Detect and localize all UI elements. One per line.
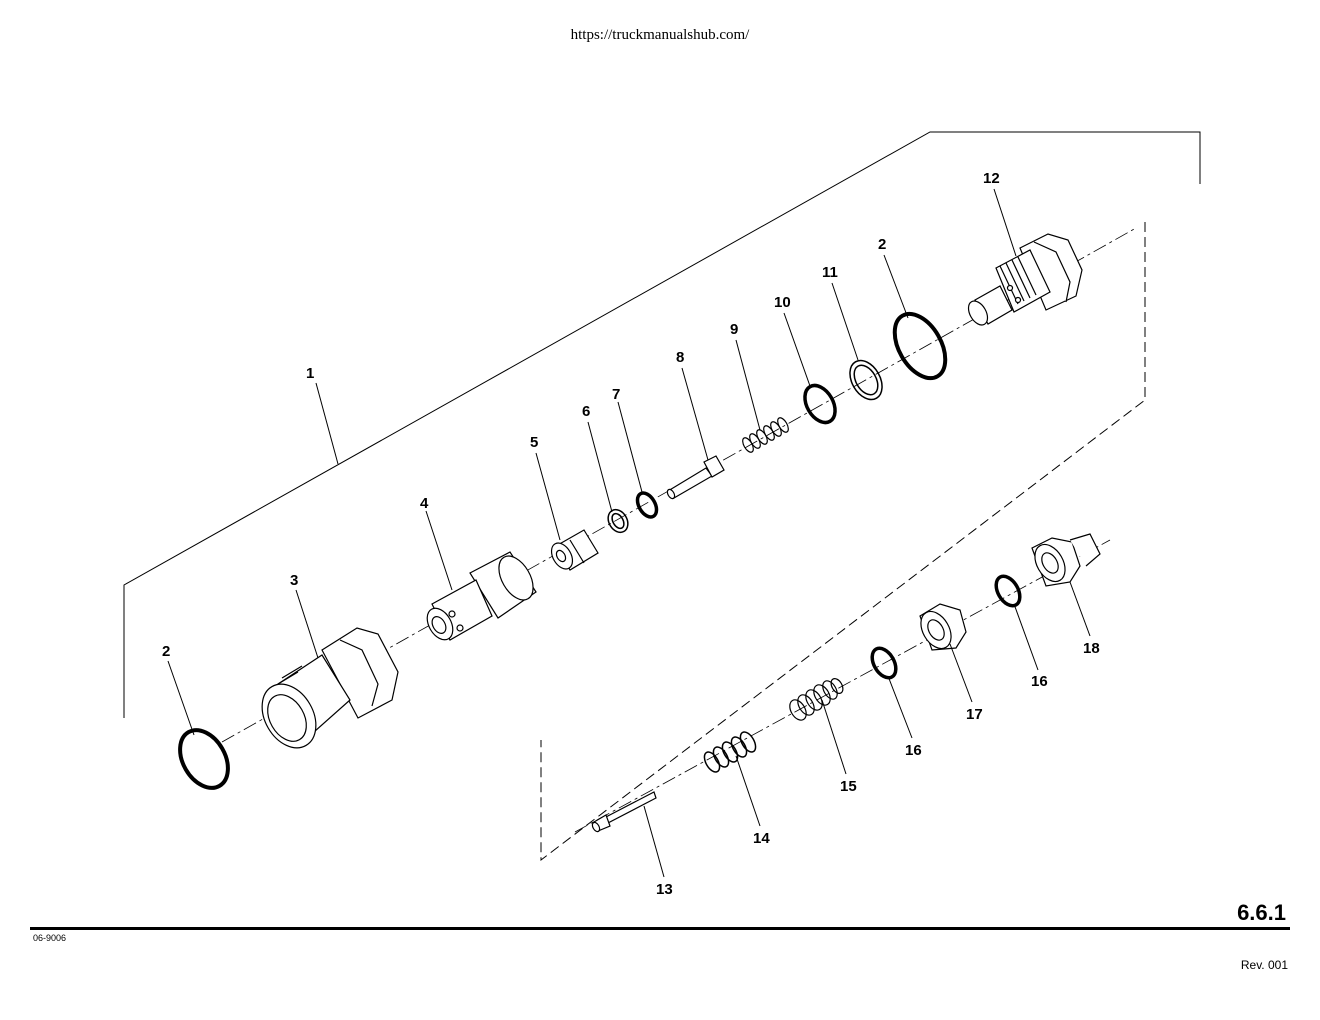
callout-2-left: 2 (162, 643, 170, 660)
section-number: 6.6.1 (1237, 900, 1286, 925)
cap-nut-18 (1031, 533, 1101, 587)
callout-9: 9 (730, 321, 738, 338)
pin-8 (666, 455, 725, 500)
callout-17: 17 (966, 706, 983, 723)
callout-4: 4 (420, 495, 429, 512)
callout-10: 10 (774, 294, 791, 311)
o-ring-16-upper (994, 574, 1022, 608)
callout-5: 5 (530, 434, 538, 451)
header-url: https://truckmanualshub.com/ (570, 27, 750, 43)
callout-18: 18 (1083, 640, 1100, 657)
callout-15: 15 (840, 778, 857, 795)
subassembly-dashed-box (540, 222, 1146, 862)
o-ring-10 (803, 383, 837, 425)
o-ring-2-right (892, 311, 948, 381)
document-code: 06-9006 (33, 933, 67, 943)
fitting-12 (967, 233, 1083, 326)
callout-11: 11 (822, 264, 838, 281)
fitting-body-3 (261, 627, 399, 749)
callout-2-right: 2 (878, 236, 886, 253)
washer-11 (849, 359, 883, 401)
callout-1: 1 (306, 365, 314, 382)
washer-6 (607, 508, 629, 534)
callout-labels: 1 2 3 4 5 6 7 8 9 10 11 2 12 13 14 15 16… (162, 170, 1100, 898)
o-ring-2-left (178, 728, 230, 790)
callout-3: 3 (290, 572, 298, 589)
callout-7: 7 (612, 386, 620, 403)
callout-13: 13 (656, 881, 673, 898)
needle-13 (591, 791, 657, 833)
spring-9 (742, 417, 789, 453)
callout-12: 12 (983, 170, 1000, 187)
nut-17 (919, 603, 967, 651)
callout-16-lower: 16 (905, 742, 922, 759)
o-ring-7 (635, 491, 659, 519)
sleeve-4 (426, 551, 537, 641)
spring-15 (789, 678, 844, 721)
valve-seat-5 (550, 529, 599, 571)
assembly-bracket (123, 131, 1201, 718)
callout-8: 8 (676, 349, 684, 366)
footer-rule (30, 927, 1290, 930)
callout-6: 6 (582, 403, 590, 420)
callout-14: 14 (753, 830, 770, 847)
leader-lines (167, 188, 1091, 878)
o-ring-16-lower (870, 646, 898, 680)
spring-14 (703, 731, 757, 773)
revision-label: Rev. 001 (1240, 958, 1288, 972)
callout-16-upper: 16 (1031, 673, 1048, 690)
